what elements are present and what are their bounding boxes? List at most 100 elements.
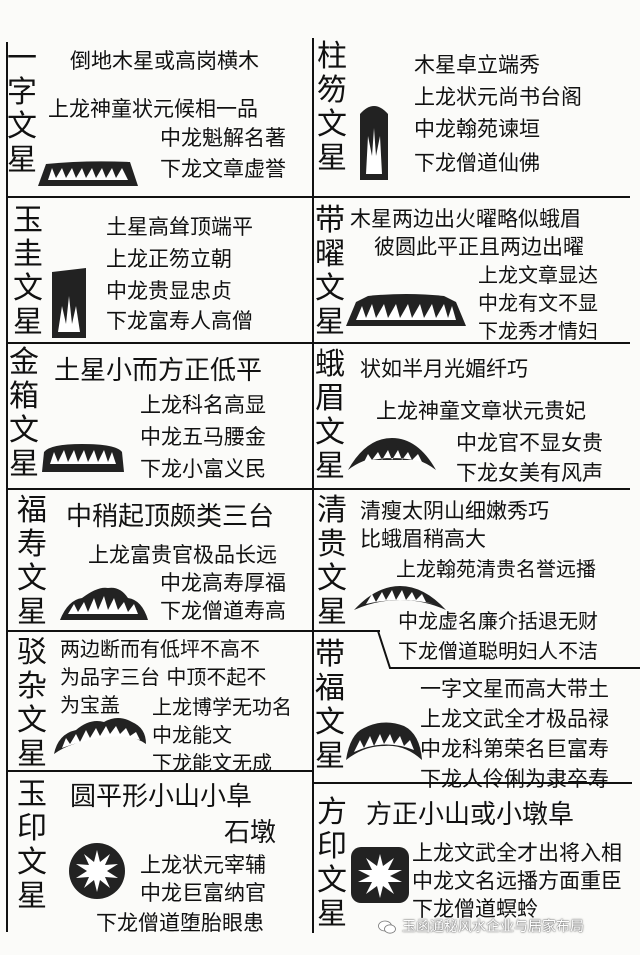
title-char: 柱 — [317, 39, 347, 74]
middle-dragon-line: 中龙官不显女贵 — [456, 431, 603, 455]
desc-line: 一字文星而高大带土 — [420, 677, 609, 701]
title-char: 印 — [317, 829, 347, 864]
title-char: 方 — [317, 795, 347, 830]
title-char: 文 — [7, 109, 37, 144]
desc-line: 木星卓立端秀 — [414, 53, 540, 77]
row-rule-5r — [312, 782, 632, 784]
mountain-bozha-icon — [54, 718, 146, 754]
mountain-jinxiang-icon — [42, 444, 124, 472]
upper-dragon-line: 上龙神童文章状元贵妃 — [376, 399, 586, 423]
title-yugui: 玉圭文星 — [10, 204, 46, 340]
upper-dragon-line: 上龙正笏立朝 — [106, 247, 232, 271]
title-zhuhu: 柱笏文星 — [314, 40, 350, 176]
title-char: 文 — [17, 703, 47, 738]
title-char: 蛾 — [315, 347, 345, 382]
title-char: 一 — [7, 41, 37, 76]
upper-dragon-line: 上龙科名高显 — [140, 393, 266, 417]
middle-dragon-line: 中龙能文 — [152, 723, 232, 747]
title-char: 文 — [315, 705, 345, 740]
title-char: 箱 — [9, 379, 39, 414]
title-daifu: 带福文星 — [312, 638, 348, 774]
title-char: 星 — [317, 141, 347, 176]
title-char: 贵 — [317, 527, 347, 562]
title-char: 文 — [17, 845, 47, 880]
lower-dragon-line: 下龙僧道堕胎眼患 — [96, 911, 264, 935]
lower-dragon-line: 下龙女美有风声 — [456, 461, 603, 485]
desc-line: 土星高耸顶端平 — [106, 215, 253, 239]
row-rule-2 — [6, 342, 630, 344]
lower-dragon-line: 下龙文章虚誉 — [160, 157, 286, 181]
upper-dragon-line: 上龙富贵官极品长远 — [88, 543, 277, 567]
row-rule-1r — [312, 196, 630, 198]
middle-dragon-line: 中龙贵显忠贞 — [106, 279, 232, 303]
title-daiyao: 带曜文星 — [312, 204, 348, 340]
desc-line: 方正小山或小墩阜 — [366, 800, 575, 830]
title-char: 曜 — [315, 237, 345, 272]
desc-line: 状如半月光媚纤巧 — [360, 357, 528, 381]
title-char: 星 — [9, 447, 39, 482]
title-char: 眉 — [315, 381, 345, 416]
row-rule-4r-a — [312, 630, 380, 632]
mountain-yuyin-icon — [69, 843, 125, 899]
middle-dragon-line: 中龙高寿厚福 — [160, 571, 286, 595]
lower-dragon-line: 下龙能文无成 — [152, 751, 272, 775]
desc-line-2: 比蛾眉稍高大 — [360, 527, 486, 551]
lower-dragon-line: 下龙富寿人高僧 — [106, 309, 253, 333]
upper-dragon-line: 上龙文武全才出将入相 — [412, 841, 622, 865]
upper-dragon-line: 上龙神童状元候相一品 — [48, 97, 258, 121]
title-char: 玉 — [17, 777, 47, 812]
title-char: 星 — [17, 737, 47, 772]
title-char: 驳 — [17, 635, 47, 670]
title-char: 带 — [315, 637, 345, 672]
row-rule-5 — [6, 770, 312, 772]
upper-dragon-line: 上龙状元尚书台阁 — [414, 85, 582, 109]
title-char: 文 — [317, 863, 347, 898]
upper-dragon-line: 上龙文章显达 — [478, 263, 598, 287]
title-char: 星 — [317, 897, 347, 932]
title-char: 文 — [315, 415, 345, 450]
title-char: 字 — [7, 75, 37, 110]
upper-dragon-line: 上龙翰苑清贵名誉远播 — [396, 557, 596, 581]
lower-dragon-line: 下龙僧道聪明妇人不洁 — [398, 639, 598, 663]
title-char: 文 — [9, 413, 39, 448]
title-char: 星 — [17, 879, 47, 914]
lower-dragon-line: 下龙人伶俐为隶卒寿 — [420, 767, 609, 791]
title-char: 福 — [315, 671, 345, 706]
middle-dragon-line: 中龙翰苑谏垣 — [414, 117, 540, 141]
title-char: 文 — [17, 561, 47, 596]
desc-line-2: 为品字三台 中顶不起不 — [60, 665, 267, 689]
title-char: 带 — [315, 203, 345, 238]
middle-dragon-line: 中龙巨富纳官 — [140, 881, 266, 905]
lower-dragon-line: 下龙秀才情妇 — [478, 319, 598, 343]
upper-dragon-line: 上龙状元宰辅 — [140, 853, 266, 877]
title-char: 文 — [315, 271, 345, 306]
title-char: 星 — [317, 595, 347, 630]
desc-line-2: 彼圆此平正且两边出曜 — [374, 235, 584, 259]
title-char: 圭 — [13, 237, 43, 272]
mountain-fushou-icon — [60, 587, 148, 620]
lower-dragon-line: 下龙小富义民 — [140, 457, 266, 481]
title-char: 文 — [317, 107, 347, 142]
outer-left-rule — [6, 42, 8, 932]
watermark-text: 玉函通秘风水企业与居家布局 — [402, 919, 584, 935]
mountain-qinggui-icon — [354, 586, 446, 610]
title-char: 印 — [17, 811, 47, 846]
title-char: 星 — [315, 739, 345, 774]
title-fushou: 福寿文星 — [14, 494, 50, 630]
title-char: 文 — [317, 561, 347, 596]
mountain-daiyao-icon — [346, 294, 466, 326]
desc-line: 圆平形小山小阜 — [70, 782, 253, 812]
desc-line-2: 石墩 — [224, 818, 277, 848]
desc-line: 两边断而有低坪不高不 — [60, 637, 260, 661]
mountain-fangyin-icon — [351, 847, 409, 903]
desc-line-3: 为宝盖 — [60, 693, 120, 717]
title-yizi: 一字文星 — [4, 42, 40, 178]
desc-line: 中稍起顶颇类三台 — [66, 502, 275, 532]
watermark: 玉函通秘风水企业与居家布局 — [378, 916, 584, 936]
lower-dragon-line: 下龙僧道仙佛 — [414, 151, 540, 175]
row-rule-3 — [6, 488, 630, 490]
middle-dragon-line: 中龙魁解名著 — [160, 126, 286, 150]
title-char: 清 — [317, 493, 347, 528]
title-char: 金 — [9, 345, 39, 380]
